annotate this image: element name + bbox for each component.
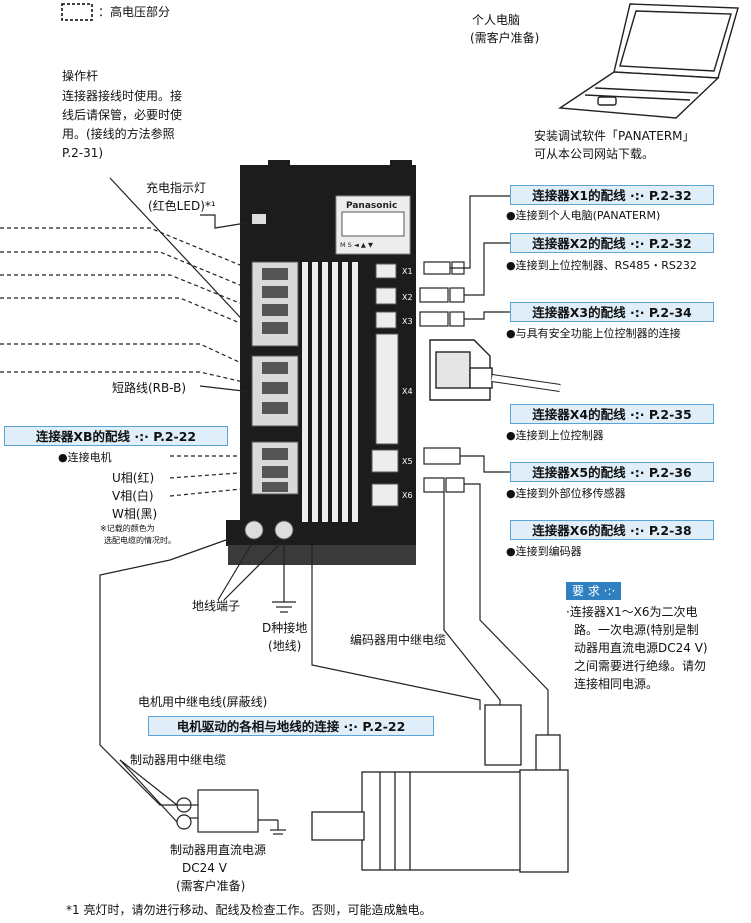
lever-line3: 用。(接线的方法参照 <box>62 127 175 141</box>
motor-cable-label: 电机用中继电线(屏蔽线) <box>138 695 268 709</box>
brake-psu-line2: DC24 V <box>182 861 227 875</box>
requirement-line5: 连接相同电源。 <box>574 677 659 691</box>
short-wire-label: 短路线(RB-B) <box>112 381 187 395</box>
motor-connection-box: 电机驱动的各相与地线的连接 ·:· P.2-22 <box>148 716 434 736</box>
pc-note: (需客户准备) <box>470 31 540 45</box>
software-note-line1: 安装调试软件「PANATERM」 <box>534 129 695 143</box>
x4-plug <box>429 339 561 401</box>
charge-led-line1: 充电指示灯 <box>146 181 207 195</box>
lever-line1: 连接器接线时使用。接 <box>62 89 183 103</box>
driver-buttons: M S ◄ ▲ ▼ <box>340 241 373 249</box>
requirement-line2: 路。一次电源(特别是制 <box>574 623 699 637</box>
connector-x1-desc: ●连接到个人电脑(PANATERM) <box>506 209 661 222</box>
servo-motor <box>311 704 569 873</box>
port-x6: X6 <box>402 491 413 500</box>
xb-note1: ※记载的颜色为 <box>100 524 155 533</box>
connector-x5-box: 连接器X5的配线 ·:· P.2-36 <box>510 462 714 482</box>
connector-x5-desc: ●连接到外部位移传感器 <box>506 487 626 500</box>
xb-w-phase: W相(黑) <box>112 507 158 521</box>
cable-plugs <box>419 261 465 493</box>
port-x1: X1 <box>402 267 413 276</box>
port-x3: X3 <box>402 317 413 326</box>
charge-led-line2: (红色LED)*¹ <box>148 199 216 213</box>
driver-brand: Panasonic <box>346 201 398 211</box>
port-x5: X5 <box>402 457 413 466</box>
high-voltage-legend-icon <box>61 3 93 21</box>
connector-x4-box: 连接器X4的配线 ·:· P.2-35 <box>510 404 714 424</box>
connector-x4-desc: ●连接到上位控制器 <box>506 429 604 442</box>
xb-u-phase: U相(红) <box>112 471 155 485</box>
lever-line2: 线后请保管，必要时使 <box>62 108 183 122</box>
software-note-line2: 可从本公司网站下载。 <box>534 147 655 161</box>
connector-x6-box: 连接器X6的配线 ·:· P.2-38 <box>510 520 714 540</box>
requirement-line1: ·连接器X1～X6为二次电 <box>566 605 698 619</box>
xb-v-phase: V相(白) <box>112 489 154 503</box>
connector-x1-box: 连接器X1的配线 ·:· P.2-32 <box>510 185 714 205</box>
port-x2: X2 <box>402 293 413 302</box>
connector-x3-box: 连接器X3的配线 ·:· P.2-34 <box>510 302 714 322</box>
brake-psu-line1: 制动器用直流电源 <box>170 843 267 857</box>
connector-x2-box: 连接器X2的配线 ·:· P.2-32 <box>510 233 714 253</box>
connector-x2-desc: ●连接到上位控制器、RS485・RS232 <box>506 259 697 272</box>
encoder-cable-label: 编码器用中继电缆 <box>350 633 447 647</box>
brake-psu-line3: (需客户准备) <box>176 879 246 893</box>
high-voltage-legend-label: ：高电压部分 <box>98 5 171 19</box>
requirement-line4: 之间需要进行绝缘。请勿 <box>574 659 707 673</box>
ground-terminal-label: 地线端子 <box>192 599 241 613</box>
xb-desc: ●连接电机 <box>58 451 112 464</box>
ground-line1: D种接地 <box>262 621 308 635</box>
laptop-icon <box>557 3 739 119</box>
brake-psu <box>119 759 286 835</box>
servo-driver-body <box>226 160 416 565</box>
port-x4: X4 <box>402 387 413 396</box>
connector-x6-desc: ●连接到编码器 <box>506 545 582 558</box>
brake-cable-label: 制动器用中继电缆 <box>130 753 227 767</box>
connector-x3-desc: ●与具有安全功能上位控制器的连接 <box>506 327 681 340</box>
requirement-line3: 动器用直流电源DC24 V) <box>574 641 708 655</box>
requirement-label: 要 求 ·:· <box>566 582 622 600</box>
pc-title: 个人电脑 <box>472 13 521 27</box>
lever-line4: P.2-31) <box>62 146 104 160</box>
lever-title: 操作杆 <box>62 69 99 83</box>
xb-note2: 选配电缆的情况时。 <box>104 536 176 545</box>
connector-xb-box: 连接器XB的配线 ·:· P.2-22 <box>4 426 228 446</box>
footnote: *1 亮灯时，请勿进行移动、配线及检查工作。否则，可能造成触电。 <box>66 903 432 917</box>
ground-line2: (地线) <box>268 639 302 653</box>
